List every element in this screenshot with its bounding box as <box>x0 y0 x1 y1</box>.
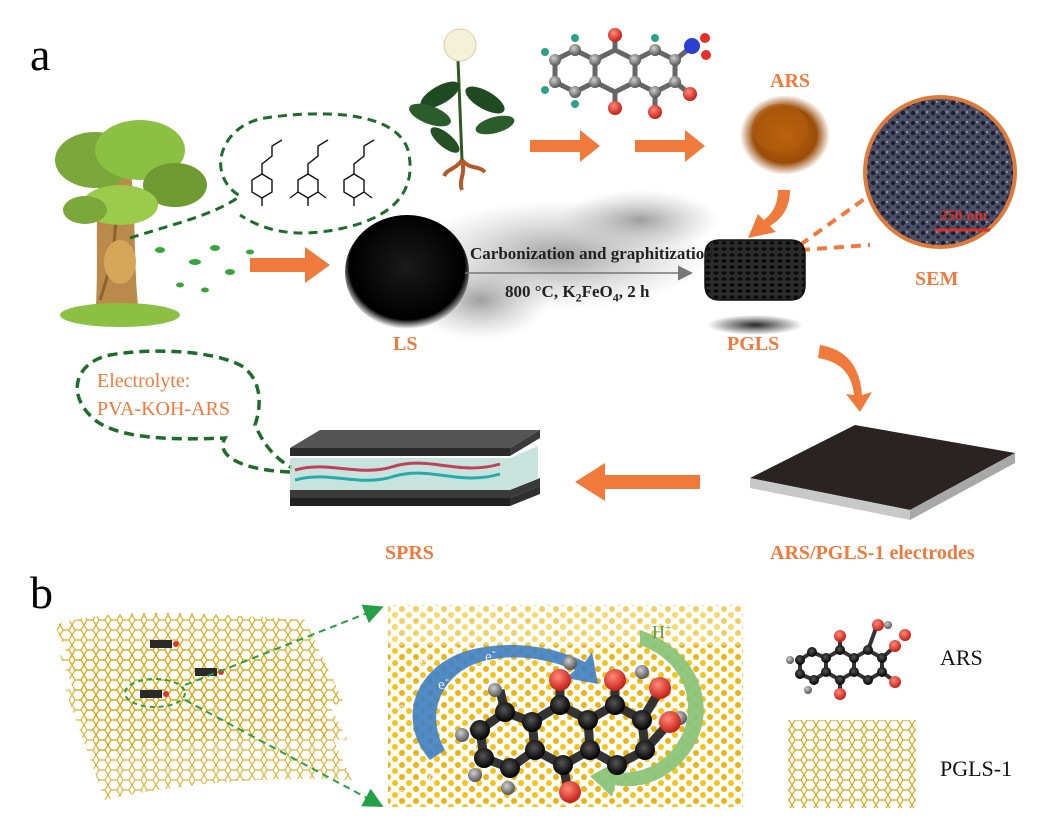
ars-molecule-icon <box>541 28 711 119</box>
conditions-sub1: 2 <box>575 290 582 305</box>
zoom-line-bottom <box>184 699 384 807</box>
electron-6-text: e <box>398 700 405 716</box>
legend-ars-molecule-icon <box>786 619 911 700</box>
h-plus-sup: + <box>665 622 672 634</box>
ls-powder-icon <box>345 215 469 329</box>
conditions-pre: 800 °C, K <box>505 282 576 301</box>
electron-2-sup: - <box>458 636 463 650</box>
electron-1-sup: - <box>426 648 431 662</box>
graphene-patch-icon <box>788 720 916 808</box>
electron-1-text: e <box>420 653 427 669</box>
tree-icon <box>55 120 207 327</box>
panel-label-a: a <box>30 29 51 80</box>
electron-8-text: e <box>398 785 405 801</box>
orange-arrows <box>250 130 872 501</box>
electrodes-label: ARS/PGLS-1 electrodes <box>770 542 975 564</box>
electron-1: e- <box>420 648 431 670</box>
legend-pgls-label: PGLS-1 <box>940 756 1013 781</box>
conditions-sub2: 4 <box>612 290 619 305</box>
sem-image-icon <box>863 95 1017 249</box>
pgls-block-icon <box>704 239 806 335</box>
electron-5: e- <box>438 672 449 694</box>
pgls-label: PGLS <box>727 333 780 355</box>
electron-3: e- <box>485 644 496 666</box>
electron-7: e- <box>428 765 439 787</box>
process-label: Carbonization and graphitization <box>470 244 714 263</box>
conditions-post: , 2 h <box>618 282 650 301</box>
ls-label: LS <box>393 333 418 355</box>
electron-8-sup: - <box>404 780 409 794</box>
electron-6-sup: - <box>404 695 409 709</box>
panel-label-b: b <box>30 567 53 618</box>
monolignol-structures-icon <box>251 139 375 206</box>
supercapacitor-icon <box>290 430 540 506</box>
zoom-panel <box>388 605 743 807</box>
sprs-label: SPRS <box>385 542 434 564</box>
ars-label: ARS <box>770 70 811 92</box>
electron-4: e- <box>405 668 416 690</box>
herb-plant-icon <box>409 28 515 191</box>
electron-6: e- <box>398 695 409 717</box>
electrolyte-line2: PVA-KOH-ARS <box>97 398 230 420</box>
electron-4-sup: - <box>411 668 416 682</box>
electron-2-text: e <box>452 641 459 657</box>
legend-ars-label: ARS <box>940 645 983 670</box>
electron-4-text: e <box>405 673 412 689</box>
conditions-mid: FeO <box>581 282 613 301</box>
electrolyte-line1: Electrolyte: <box>97 370 191 392</box>
sem-dashed-lines <box>798 193 872 252</box>
electron-2: e- <box>452 636 463 658</box>
electron-8: e- <box>398 780 409 802</box>
ars-powder-icon <box>740 95 830 175</box>
electron-3-sup: - <box>491 644 496 658</box>
graphene-stack-icon <box>55 613 352 800</box>
conditions-label: 800 °C, K2FeO4, 2 h <box>505 282 649 305</box>
electron-5-sup: - <box>444 672 449 686</box>
electrolyte-bubble <box>75 349 293 474</box>
electron-7-sup: - <box>434 765 439 779</box>
electron-5-text: e <box>438 677 445 693</box>
sem-label: SEM <box>915 268 959 290</box>
leaves-icon <box>155 245 254 293</box>
electron-3-text: e <box>485 649 492 665</box>
electrode-plate-icon <box>750 425 1015 520</box>
scale-bar-label: 250 nm <box>940 208 988 224</box>
h-plus-label: H+ <box>652 622 671 643</box>
zoom-line-top <box>184 604 384 686</box>
electron-7-text: e <box>428 770 435 786</box>
h-plus-text: H <box>652 622 665 642</box>
